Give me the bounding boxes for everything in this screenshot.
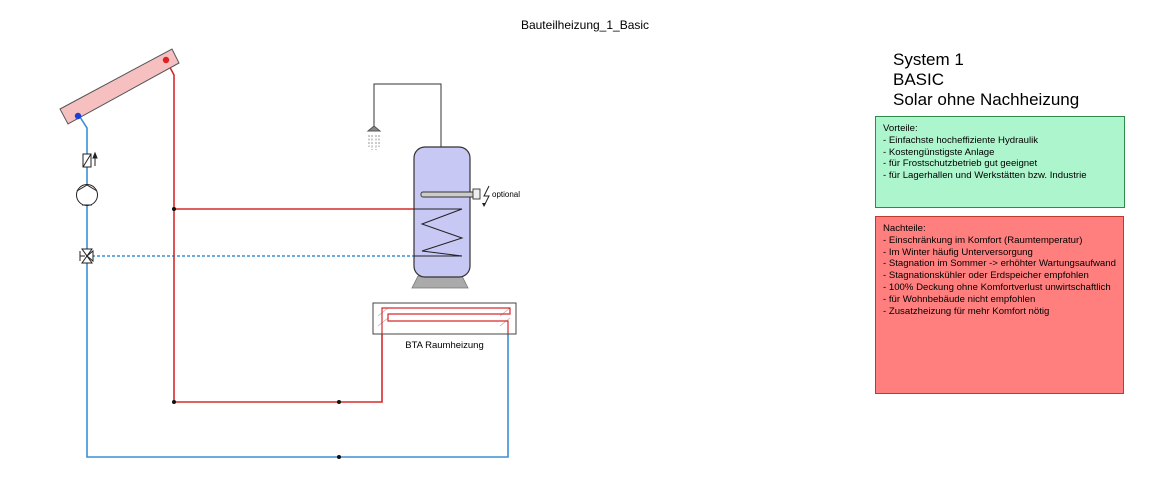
- junction-dots: [172, 207, 341, 459]
- junction-dot: [172, 207, 176, 211]
- lightning-icon: [483, 185, 490, 207]
- junction-dot: [337, 400, 341, 404]
- optional-label: optional: [492, 190, 521, 199]
- solar-collector: [59, 48, 180, 125]
- disadvantages-item: - für Wohnbebäude nicht empfohlen: [883, 293, 1036, 305]
- disadvantages-list: - Einschränkung im Komfort (Raumtemperat…: [883, 235, 1116, 318]
- shower-icon: [366, 83, 442, 150]
- three-way-valve-icon: [79, 248, 94, 264]
- storage-tank: [411, 146, 490, 289]
- disadvantages-heading: Nachteile:: [883, 223, 926, 234]
- diagram-title: Bauteilheizung_1_Basic: [520, 18, 650, 32]
- collector-panel: [59, 48, 180, 125]
- disadvantages-item: - Einschränkung im Komfort (Raumtemperat…: [883, 234, 1083, 246]
- advantages-item: - Kostengünstigste Anlage: [883, 146, 995, 158]
- advantages-box: Vorteile: - Einfachste hocheffiziente Hy…: [875, 116, 1125, 208]
- tank-base: [411, 275, 469, 289]
- disadvantages-item: - Stagnationskühler oder Erdspeicher emp…: [883, 270, 1089, 282]
- return-pipe-collector: [79, 116, 509, 458]
- system-line-1: System 1: [893, 50, 964, 69]
- disadvantages-item: - Zusatzheizung für mehr Komfort nötig: [883, 305, 1050, 317]
- system-line-2: BASIC: [893, 70, 945, 89]
- disadvantages-item: - 100% Deckung ohne Komfortverlust unwir…: [883, 281, 1111, 293]
- tank-heat-exchanger: [414, 208, 464, 257]
- collector-supply-dot: [162, 56, 170, 64]
- disadvantages-item: - Stagnation im Sommer -> erhöhter Wartu…: [883, 258, 1116, 270]
- electric-heater-rod: [420, 191, 480, 198]
- electric-heater-head: [472, 188, 481, 200]
- collector-return-dot: [74, 112, 82, 120]
- floor-heating: [372, 302, 517, 335]
- junction-dot: [172, 400, 176, 404]
- advantages-item: - für Frostschutzbetrieb gut geeignet: [883, 158, 1038, 170]
- disadvantages-item: - Im Winter häufig Unterversorgung: [883, 246, 1033, 258]
- system-heading: System 1 BASIC Solar ohne Nachheizung: [893, 50, 1079, 110]
- floor-heating-coil: [381, 307, 511, 334]
- advantages-list: - Einfachste hocheffiziente Hydraulik - …: [883, 135, 1117, 182]
- tank-body: [413, 146, 471, 278]
- return-pipes: [79, 116, 509, 458]
- advantages-item: - für Lagerhallen und Werkstätten bzw. I…: [883, 170, 1087, 182]
- disadvantages-box: Nachteile: - Einschränkung im Komfort (R…: [875, 216, 1124, 394]
- junction-dot: [337, 455, 341, 459]
- supply-pipe-collector: [165, 59, 383, 403]
- check-valve: [82, 151, 98, 168]
- floor-heating-label: BTA Raumheizung: [405, 340, 484, 351]
- pump-icon: [76, 184, 98, 206]
- system-line-3: Solar ohne Nachheizung: [893, 90, 1080, 109]
- advantages-item: - Einfachste hocheffiziente Hydraulik: [883, 134, 1039, 146]
- advantages-heading: Vorteile:: [883, 123, 918, 134]
